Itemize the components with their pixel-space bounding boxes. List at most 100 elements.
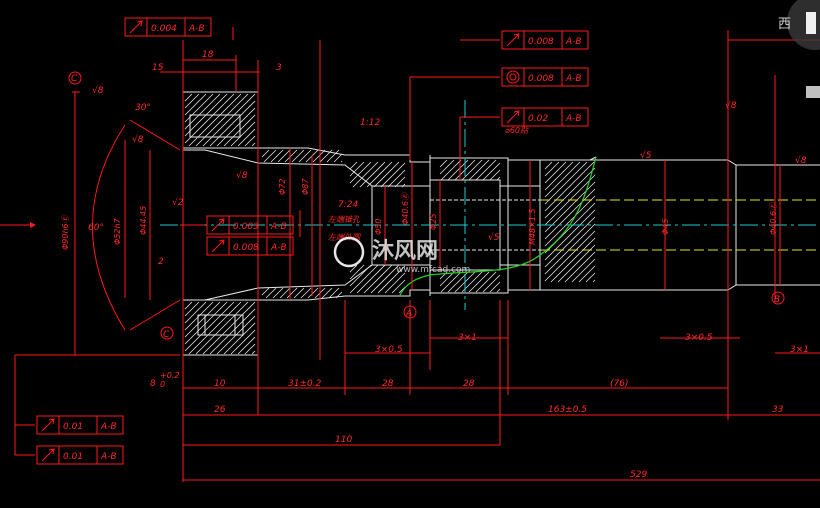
dim-2: 2 xyxy=(158,257,164,267)
hatch-line xyxy=(349,161,358,170)
hatch-line xyxy=(482,274,501,293)
dim-28-a: 28 xyxy=(382,379,394,389)
dim-529: 529 xyxy=(630,470,647,480)
hatch-line xyxy=(384,272,406,294)
watermark: 沐风网 www.mfcad.com xyxy=(333,236,470,275)
tolerance-datum: A-B xyxy=(100,422,117,432)
taper-7-24: 7:24 xyxy=(338,200,358,210)
hatch-line xyxy=(293,287,305,299)
dim-dia40b: Φ40.6Ⓔ xyxy=(769,201,778,235)
tolerance-frame: 0.003 A-B xyxy=(206,215,294,235)
angle-60: 60° xyxy=(88,223,104,233)
hatch-line xyxy=(585,272,596,283)
hatch-line xyxy=(209,100,256,147)
tolerance-value: 0.01 xyxy=(63,452,83,462)
runout-icon xyxy=(41,418,55,432)
hatch-line xyxy=(202,301,256,355)
hatch-line xyxy=(184,93,221,130)
dim-28-b: 28 xyxy=(463,379,475,389)
hatch-line xyxy=(468,271,490,293)
dim-dia90: Φ90h6Ⓔ xyxy=(61,213,70,250)
watermark-url: www.mfcad.com xyxy=(396,265,470,275)
hatch-line xyxy=(349,264,372,287)
tolerance-datum: A-B xyxy=(100,452,117,462)
hatch-line xyxy=(544,216,596,268)
section-hatching xyxy=(184,93,596,355)
dim-8-tol-lower: 0 xyxy=(160,380,165,389)
hatch-line xyxy=(184,93,200,109)
tolerance-value: 0.003 xyxy=(233,222,259,232)
hatch-line xyxy=(188,93,242,147)
hatch-line xyxy=(544,161,567,184)
hatch-line xyxy=(184,93,193,102)
hatch-line xyxy=(237,336,256,355)
hatch-line xyxy=(496,176,501,181)
tolerance-value: 0.008 xyxy=(528,74,554,84)
tolerance-datum: A-B xyxy=(270,222,287,232)
tolerance-value: 0.004 xyxy=(151,24,177,34)
roughness-mark: √8 xyxy=(725,100,737,111)
note-dia60: ⌀60贴 xyxy=(505,126,529,135)
dim-dia87: Φ87 xyxy=(301,178,310,195)
hatch-line xyxy=(184,301,200,317)
dim-3x1-b: 3×1 xyxy=(790,345,809,355)
hatch-line xyxy=(223,114,256,147)
hatch-line xyxy=(544,223,596,275)
tolerance-frame: 0.02 A-B xyxy=(501,107,589,127)
hatch-line xyxy=(340,160,343,163)
hatch-line xyxy=(251,142,256,147)
dim-26: 26 xyxy=(214,405,226,415)
hatch-line xyxy=(544,161,574,191)
hatch-line xyxy=(394,176,406,188)
break-line xyxy=(399,156,597,296)
hatch-line xyxy=(370,264,400,294)
hatch-line xyxy=(373,161,400,188)
tolerance-datum: A-B xyxy=(565,74,582,84)
hatch-line xyxy=(475,271,497,293)
tolerance-frame: 0.008 A-B xyxy=(501,67,589,87)
hatch-line xyxy=(544,161,581,198)
hatch-line xyxy=(359,161,386,188)
corner-text: 西 xyxy=(778,17,791,32)
dim-dia72: Φ72 xyxy=(278,179,287,195)
runout-icon xyxy=(129,20,143,34)
hatch-line xyxy=(475,159,497,181)
hatch-line xyxy=(184,301,235,352)
hatch-line xyxy=(550,237,596,283)
hatch-line xyxy=(391,279,406,294)
hatch-line xyxy=(592,279,596,283)
dim-10: 10 xyxy=(214,379,226,389)
hatch-line xyxy=(544,161,560,177)
hatch-line xyxy=(184,93,207,116)
hatch-line xyxy=(544,209,596,261)
hatch-line xyxy=(184,93,235,144)
hatch-line xyxy=(244,343,256,355)
hatch-line xyxy=(195,93,249,147)
datum-label-b: B xyxy=(774,295,780,305)
hatch-line xyxy=(544,161,588,205)
hatch-line xyxy=(184,93,214,123)
tolerance-value: 0.02 xyxy=(528,114,548,124)
hatch-line xyxy=(377,265,406,294)
hatch-line xyxy=(349,264,358,273)
dim-dia4445: Φ44.45 xyxy=(139,206,148,235)
tolerance-frame: 0.01 A-B xyxy=(36,445,124,465)
hatch-line xyxy=(349,161,372,184)
hatch-line xyxy=(321,287,333,299)
hatch-line xyxy=(461,159,483,181)
hatch-line xyxy=(298,149,312,163)
dim-8-tol-upper: +0.2 xyxy=(160,371,179,380)
hatch-line xyxy=(496,288,501,293)
hatch-line xyxy=(468,159,490,181)
dim-3x1-a: 3×1 xyxy=(458,333,477,343)
tolerance-datum: A-B xyxy=(565,114,582,124)
hatch-line xyxy=(564,251,596,283)
hatch-line xyxy=(352,161,379,188)
hatch-line xyxy=(216,315,256,355)
hatch-line xyxy=(272,287,284,299)
hatch-line xyxy=(184,301,214,331)
hatch-line xyxy=(349,161,365,177)
